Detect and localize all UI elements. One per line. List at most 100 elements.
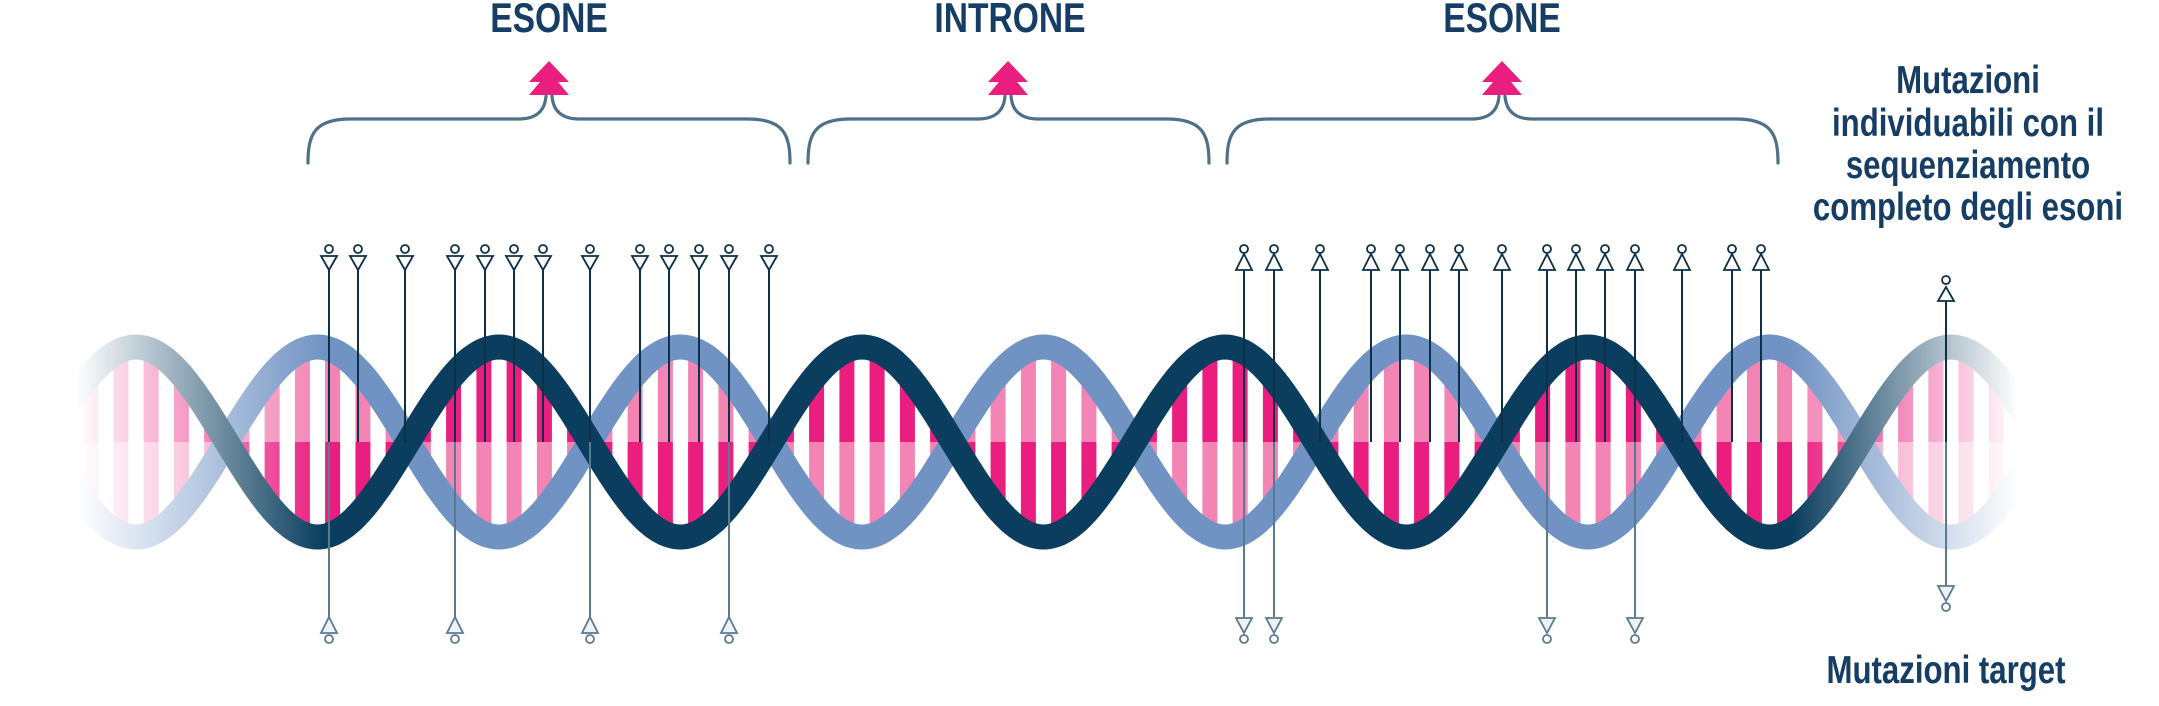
brace-exon-1	[306, 94, 792, 165]
base-pair-bottom	[1020, 442, 1036, 537]
base-pair-bottom	[1928, 442, 1944, 537]
marker-circle-icon	[1497, 244, 1507, 254]
base-pair-top	[839, 347, 855, 442]
base-pair-bottom	[1595, 442, 1611, 537]
triangle-down-icon	[319, 255, 339, 272]
base-pair-bottom	[869, 442, 885, 537]
strand-dark	[59, 334, 2040, 550]
triangle-up-icon	[1566, 251, 1586, 271]
base-pair-bottom	[1414, 442, 1430, 537]
triangle-up-icon	[1420, 251, 1440, 271]
detectable-mutations-line-1: Mutazioni	[1896, 59, 2040, 102]
detectable-mutation-marker	[1420, 244, 1440, 442]
marker-circle-icon	[324, 244, 334, 254]
target-mutation-marker	[1234, 244, 1254, 644]
triangle-up-icon	[1672, 251, 1692, 271]
marker-circle-icon	[1756, 244, 1766, 254]
detectable-mutation-marker	[1492, 244, 1512, 442]
brace-intron	[806, 94, 1211, 165]
marker-circle-icon	[1542, 634, 1552, 644]
detectable-mutation-marker	[1361, 244, 1381, 442]
marker-circle-icon	[1600, 244, 1610, 254]
triangle-up-icon	[445, 614, 465, 634]
detectable-mutation-marker	[630, 244, 650, 442]
legend-marker	[1936, 275, 1956, 612]
strand-light	[59, 334, 2040, 550]
marker-circle-icon	[1239, 634, 1249, 644]
detectable-mutations-line-2: individuabili con il	[1832, 102, 2104, 145]
base-pair-top	[476, 347, 492, 442]
base-pair-bottom	[294, 442, 310, 537]
triangle-up-icon	[1390, 251, 1410, 271]
base-pair-top	[1051, 347, 1067, 442]
target-mutation-marker	[1264, 244, 1284, 644]
triangle-up-icon	[1310, 251, 1330, 271]
triangle-up-icon	[1537, 251, 1557, 271]
detectable-mutation-marker	[1310, 244, 1330, 442]
marker-circle-icon	[1269, 244, 1279, 254]
marker-circle-icon	[585, 244, 595, 254]
triangle-down-icon	[659, 255, 679, 272]
triangle-down-icon	[395, 255, 415, 272]
triangle-up-icon	[1492, 251, 1512, 271]
base-pair-bottom	[688, 442, 704, 537]
triangle-down-icon	[475, 255, 495, 272]
marker-circle-icon	[724, 244, 734, 254]
base-pair-bottom	[1777, 442, 1793, 537]
marker-circle-icon	[585, 634, 595, 644]
base-pair-bottom	[1565, 442, 1581, 537]
marker-circle-icon	[1366, 244, 1376, 254]
triangle-down-icon	[759, 255, 779, 272]
triangle-down-icon	[1625, 617, 1645, 635]
detectable-mutation-marker	[1722, 244, 1742, 442]
triangle-up-icon	[1264, 251, 1284, 271]
marker-circle-icon	[450, 634, 460, 644]
base-pair-bottom	[506, 442, 522, 537]
triangle-up-icon	[1936, 285, 1956, 302]
detectable-mutation-marker	[1449, 244, 1469, 442]
intron-label: INTRONE	[934, 0, 1085, 42]
triangle-up-icon	[1234, 251, 1254, 271]
triangle-down-icon	[1537, 617, 1557, 635]
detectable-mutation-marker	[348, 244, 368, 442]
base-pair-bottom	[1958, 442, 1974, 537]
target-mutations-label: Mutazioni target	[1826, 649, 2065, 692]
arrow-up-icon	[988, 61, 1028, 95]
base-pair-top	[1414, 347, 1430, 442]
triangle-down-icon	[1234, 617, 1254, 635]
base-pair-top	[1928, 347, 1944, 442]
triangle-down-icon	[533, 255, 553, 272]
marker-circle-icon	[764, 244, 774, 254]
target-mutation-marker	[719, 244, 739, 644]
detectable-mutation-marker	[475, 244, 495, 442]
target-mutation-marker	[1625, 244, 1645, 644]
triangle-up-icon	[1625, 251, 1645, 271]
detectable-mutations-line-4: completo degli esoni	[1813, 186, 2123, 229]
triangle-down-icon	[719, 255, 739, 272]
marker-circle-icon	[1315, 244, 1325, 254]
triangle-down-icon	[1264, 617, 1284, 635]
region-labels: ESONE INTRONE ESONE Mutazioni individuab…	[490, 0, 2123, 692]
detectable-mutations-line-3: sequenziamento	[1846, 144, 2090, 187]
base-pair-bottom	[839, 442, 855, 537]
base-pair-top	[1202, 347, 1218, 442]
marker-circle-icon	[1677, 244, 1687, 254]
triangle-up-icon	[1751, 251, 1771, 271]
marker-circle-icon	[694, 244, 704, 254]
triangle-up-icon	[580, 614, 600, 634]
detectable-mutation-marker	[1390, 244, 1410, 442]
marker-circle-icon	[538, 244, 548, 254]
marker-circle-icon	[1425, 244, 1435, 254]
base-pair-bottom	[143, 442, 159, 537]
triangle-down-icon	[348, 255, 368, 272]
base-pair-top	[294, 347, 310, 442]
marker-circle-icon	[1239, 244, 1249, 254]
base-pair-bottom	[476, 442, 492, 537]
marker-circle-icon	[450, 244, 460, 254]
triangle-up-icon	[1361, 251, 1381, 271]
marker-circle-icon	[353, 244, 363, 254]
brace-exon-2	[1225, 94, 1780, 165]
dna-helix	[59, 334, 2040, 550]
triangle-down-icon	[1936, 585, 1956, 603]
